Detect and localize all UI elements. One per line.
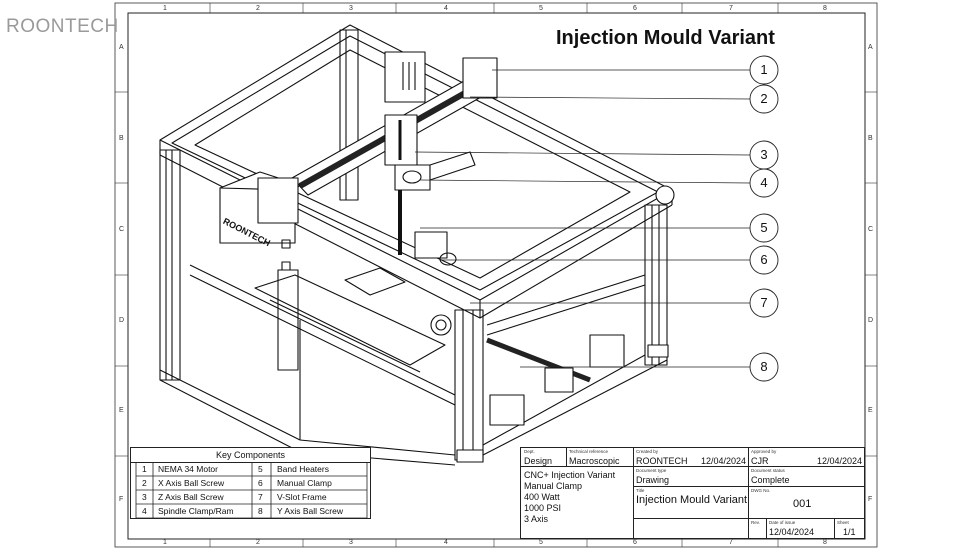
dept-value: Design xyxy=(524,456,553,466)
key-row-3-component-b: V-Slot Frame xyxy=(277,492,327,502)
row-letter-b: B xyxy=(119,135,124,142)
description-line-1: CNC+ Injection Variant xyxy=(524,470,616,480)
balloon-3: 3 xyxy=(760,147,768,162)
doctype-label: Document type xyxy=(636,468,667,473)
approved-value: CJR xyxy=(751,456,769,466)
column-number-4: 4 xyxy=(444,5,448,12)
inner-border xyxy=(127,12,866,540)
dept-label: Dept. xyxy=(524,449,535,454)
row-letter-f: F xyxy=(868,496,873,503)
created-value: ROONTECH xyxy=(636,456,688,466)
description-line-2: Manual Clamp xyxy=(524,481,583,491)
column-number-3: 3 xyxy=(349,5,353,12)
key-table-grid xyxy=(135,462,368,519)
column-number-1: 1 xyxy=(163,5,167,12)
approved-label: Approved by xyxy=(751,449,777,454)
balloon-4: 4 xyxy=(760,175,768,190)
row-letter-c: C xyxy=(868,226,874,233)
leader-lines xyxy=(414,69,751,368)
row-letter-e: E xyxy=(868,407,873,414)
key-row-1-component-b: Band Heaters xyxy=(277,464,329,474)
key-components-heading: Key Components xyxy=(131,448,370,463)
dwgno-label: DWG No. xyxy=(751,488,771,493)
key-row-3-number-a: 3 xyxy=(142,492,147,502)
machine-illustration xyxy=(159,24,675,466)
balloon-6: 6 xyxy=(760,252,768,267)
balloon-8: 8 xyxy=(760,359,768,374)
sheet-value: 1/1 xyxy=(843,527,856,537)
key-row-2-number-b: 6 xyxy=(258,478,263,488)
key-row-2-number-a: 2 xyxy=(142,478,147,488)
key-row-3-number-b: 7 xyxy=(258,492,263,502)
row-letter-c: C xyxy=(119,226,125,233)
key-row-1-component-a: NEMA 34 Motor xyxy=(158,464,218,474)
description-line-3: 400 Watt xyxy=(524,492,560,502)
balloon-circles xyxy=(749,55,779,382)
column-number-2: 2 xyxy=(256,539,260,546)
key-row-4-number-a: 4 xyxy=(142,506,147,516)
row-letter-a: A xyxy=(868,44,873,51)
row-letter-d: D xyxy=(868,317,874,324)
column-number-6: 6 xyxy=(633,539,637,546)
sheet-label: Sheet xyxy=(837,520,849,525)
column-number-3: 3 xyxy=(349,539,353,546)
column-number-6: 6 xyxy=(633,5,637,12)
title-label: Title xyxy=(636,488,645,493)
techref-value: Macroscopic xyxy=(569,456,620,466)
doctype-value: Drawing xyxy=(636,475,670,485)
column-number-5: 5 xyxy=(539,5,543,12)
column-number-5: 5 xyxy=(539,539,543,546)
row-letter-d: D xyxy=(119,317,125,324)
column-number-7: 7 xyxy=(729,5,733,12)
column-number-1: 1 xyxy=(163,539,167,546)
issue-value: 12/04/2024 xyxy=(769,527,815,537)
zone-ticks xyxy=(115,3,877,547)
row-letter-b: B xyxy=(868,135,873,142)
docstatus-value: Complete xyxy=(751,475,790,485)
description-line-5: 3 Axis xyxy=(524,514,549,524)
column-number-8: 8 xyxy=(823,5,827,12)
approved-date: 12/04/2024 xyxy=(817,456,863,466)
created-date: 12/04/2024 xyxy=(701,456,747,466)
key-row-1-number-b: 5 xyxy=(258,464,263,474)
techref-label: Technical reference xyxy=(569,449,609,454)
column-number-8: 8 xyxy=(823,539,827,546)
created-label: Created by xyxy=(636,449,659,454)
key-row-4-component-b: Y Axis Ball Screw xyxy=(277,506,343,516)
column-number-2: 2 xyxy=(256,5,260,12)
docstatus-label: Document status xyxy=(751,468,785,473)
column-number-7: 7 xyxy=(729,539,733,546)
key-row-4-number-b: 8 xyxy=(258,506,263,516)
key-row-1-number-a: 1 xyxy=(142,464,147,474)
row-letter-f: F xyxy=(119,496,124,503)
description-line-4: 1000 PSI xyxy=(524,503,562,513)
title-value: Injection Mould Variant xyxy=(636,494,748,506)
rev-label: Rev. xyxy=(751,520,760,525)
row-letter-e: E xyxy=(119,407,124,414)
key-components-table: Key Components 1 NEMA 34 Motor 5 Band He… xyxy=(130,447,371,519)
balloon-7: 7 xyxy=(760,295,768,310)
key-row-2-component-a: X Axis Ball Screw xyxy=(158,478,225,488)
sheet-title: Injection Mould Variant xyxy=(556,27,775,49)
row-letter-a: A xyxy=(119,44,124,51)
title-block: Dept. Design Technical reference Macrosc… xyxy=(520,447,865,539)
issue-label: Date of issue xyxy=(769,520,796,525)
key-row-4-component-a: Spindle Clamp/Ram xyxy=(158,506,234,516)
dwgno-value: 001 xyxy=(793,498,812,510)
key-row-3-component-a: Z Axis Ball Screw xyxy=(158,492,224,502)
balloon-1: 1 xyxy=(760,62,768,77)
key-row-2-component-b: Manual Clamp xyxy=(277,478,332,488)
balloon-2: 2 xyxy=(760,91,768,106)
column-number-4: 4 xyxy=(444,539,448,546)
balloon-5: 5 xyxy=(760,220,768,235)
brand-logo: ROONTECH xyxy=(6,16,119,37)
